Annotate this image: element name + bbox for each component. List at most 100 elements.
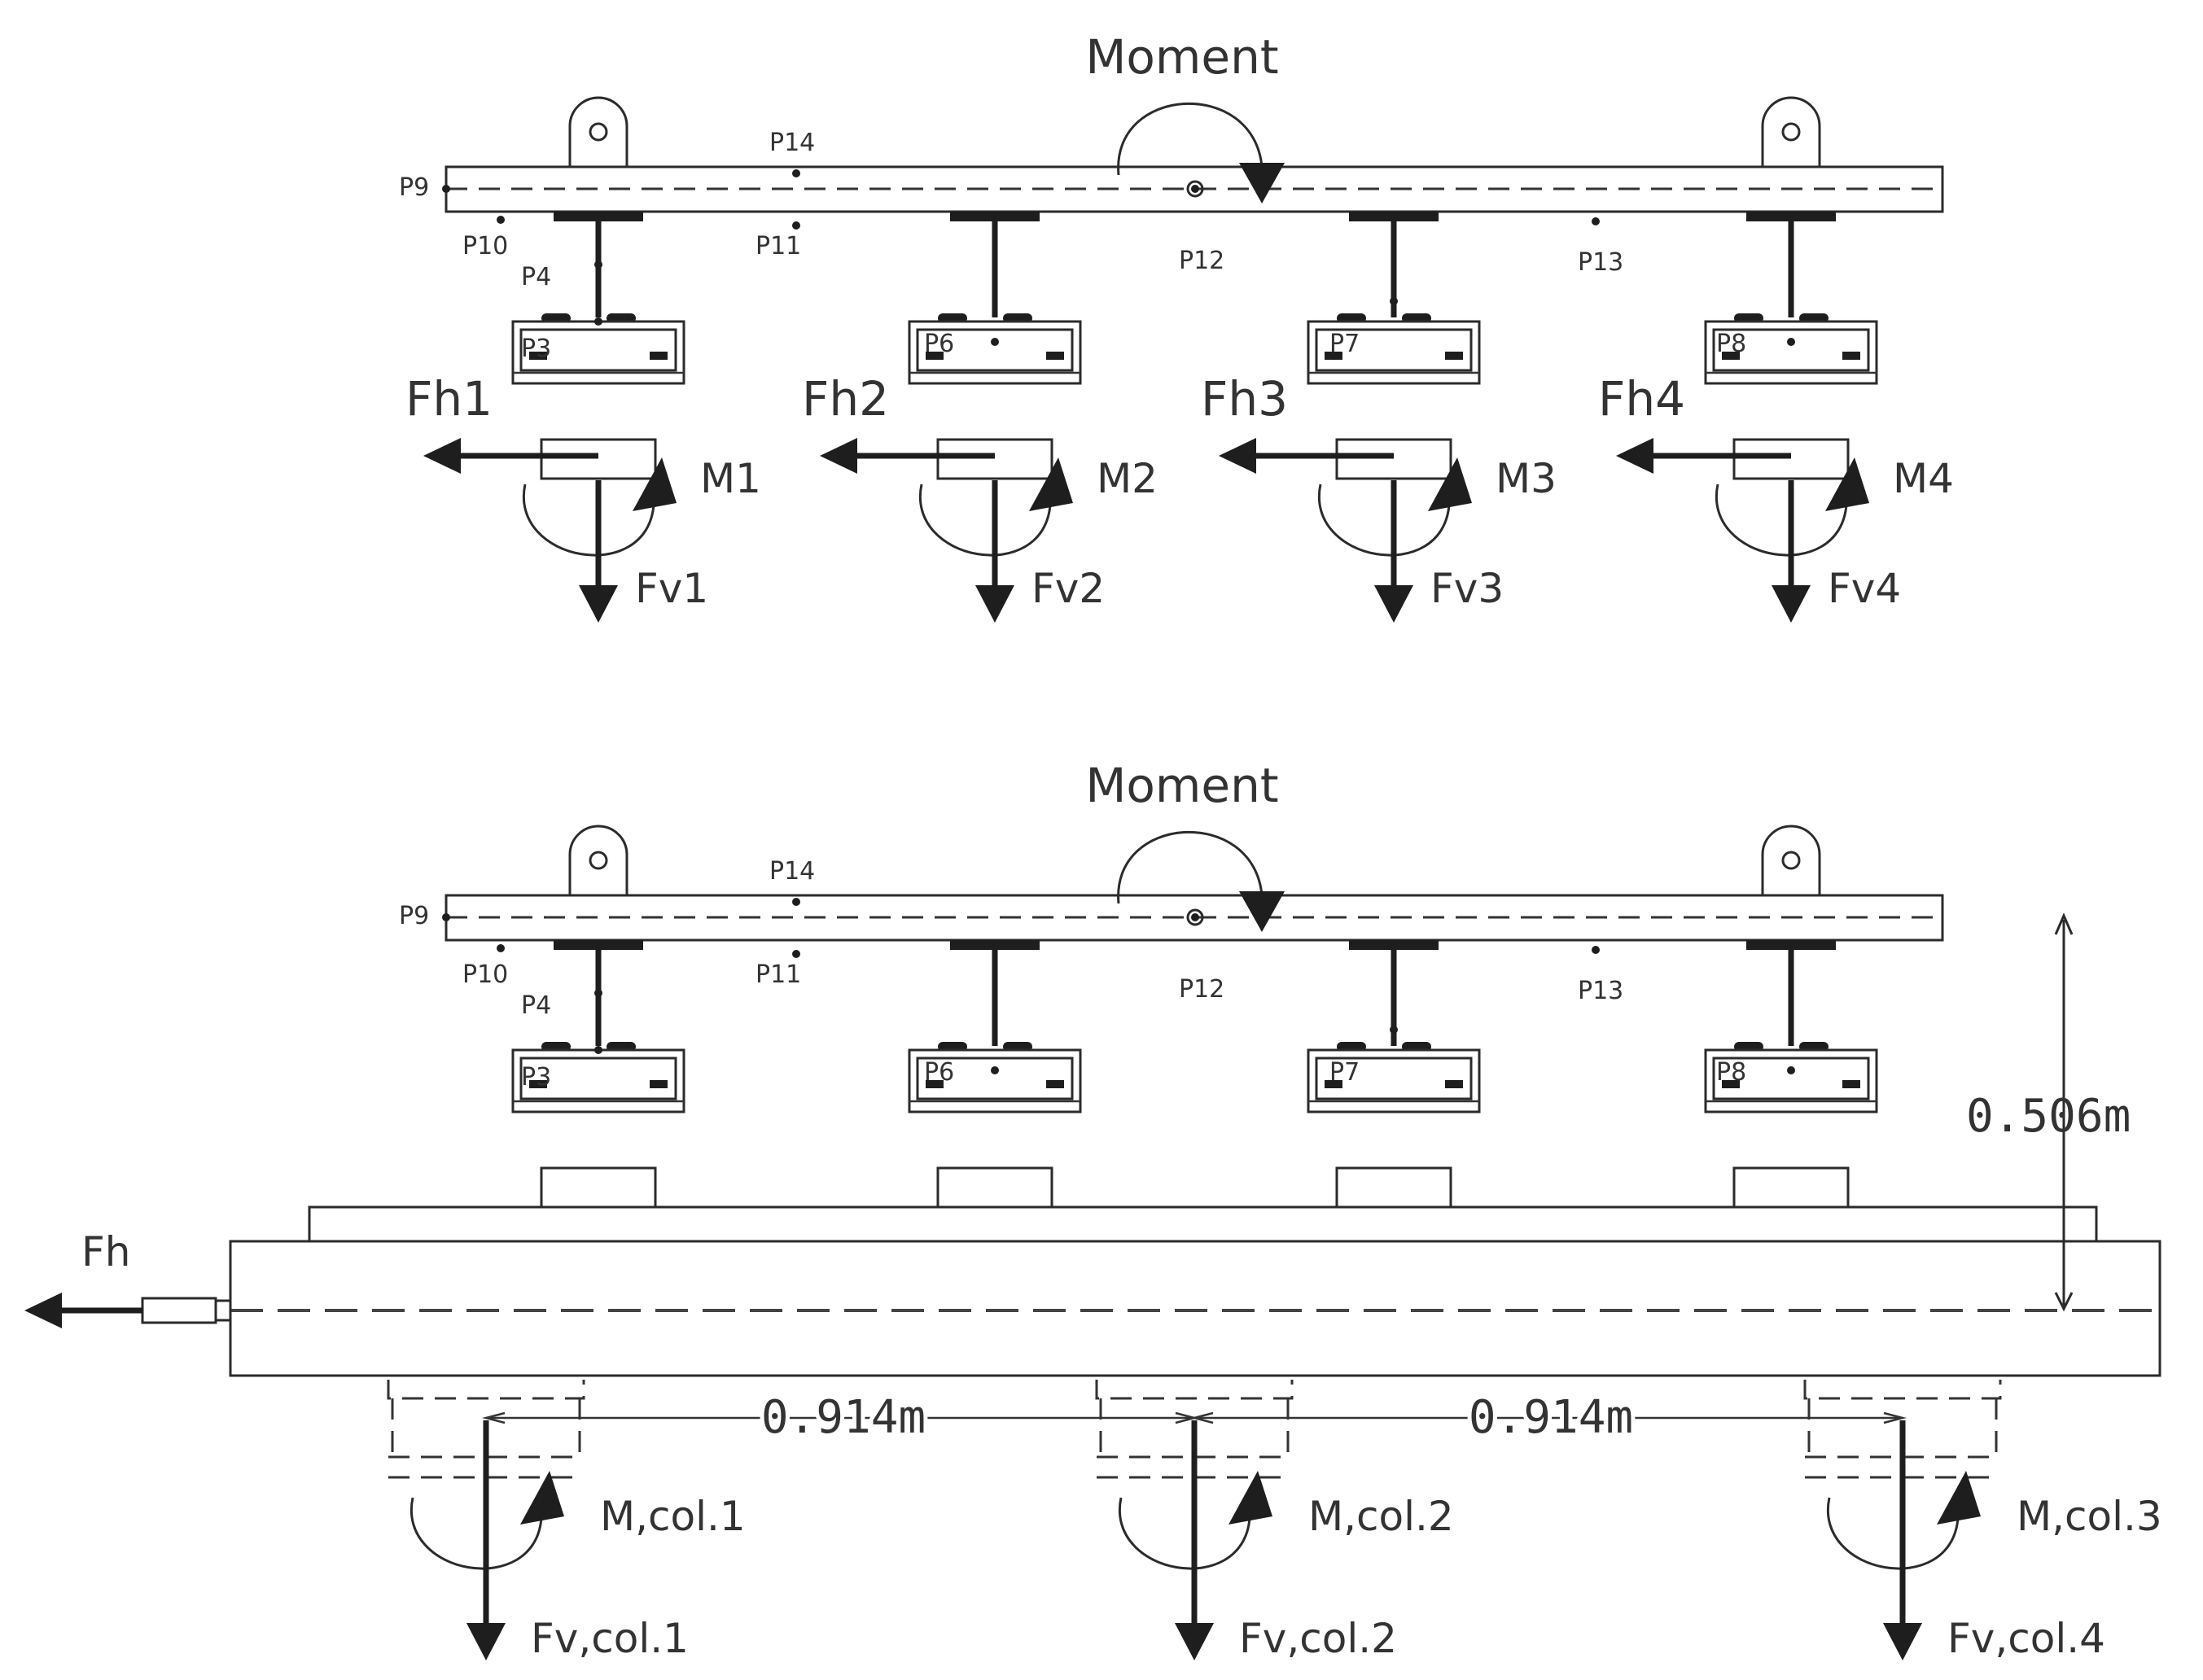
top-fv-arrow-1-head bbox=[579, 585, 618, 623]
bot-node-p13 bbox=[1592, 946, 1600, 954]
bot-fh-arrow-head bbox=[24, 1293, 62, 1328]
bot-label-p9: P9 bbox=[399, 902, 429, 930]
top-moment-center bbox=[1186, 180, 1204, 198]
bot-label-p8: P8 bbox=[1716, 1058, 1746, 1087]
bot-label-p11: P11 bbox=[756, 960, 801, 989]
top-pad-r-2 bbox=[1046, 352, 1064, 360]
top-moment-4-head bbox=[1825, 457, 1869, 511]
top-label-p3: P3 bbox=[521, 335, 551, 363]
top-fh-label-4: Fh4 bbox=[1598, 371, 1685, 427]
top-bearing-inner-2 bbox=[916, 328, 1074, 372]
top-node-p3 bbox=[594, 317, 602, 326]
top-label-p10: P10 bbox=[462, 232, 508, 260]
bot-node-p6 bbox=[991, 1066, 999, 1074]
top-moment-4-arc bbox=[1715, 483, 1848, 557]
top-m-label-1: M1 bbox=[700, 455, 761, 502]
bot-pad-l-3 bbox=[1325, 1080, 1342, 1088]
bot-plate-4 bbox=[1746, 940, 1836, 950]
bot-lug-right bbox=[1761, 825, 1821, 895]
bot-col-m-label-2: M,col.2 bbox=[1308, 1493, 1454, 1540]
bot-col-moment-3-head bbox=[1937, 1471, 1981, 1525]
bot-stub-2 bbox=[936, 1166, 1053, 1209]
bot-fh-pin bbox=[214, 1299, 232, 1322]
top-fh-arrow-1-head bbox=[423, 438, 461, 474]
top-lug-hole-right bbox=[1781, 122, 1801, 142]
bot-col-m-label-3: M,col.3 bbox=[2017, 1493, 2162, 1540]
top-fv-label-3: Fv3 bbox=[1430, 565, 1504, 612]
top-fv-arrow-2-head bbox=[975, 585, 1014, 623]
top-node-p14 bbox=[792, 169, 800, 177]
top-bearing-inner-3 bbox=[1315, 328, 1473, 372]
top-pad-l-2 bbox=[926, 352, 944, 360]
top-m-label-2: M2 bbox=[1097, 455, 1158, 502]
bot-plate-2 bbox=[950, 940, 1040, 950]
bot-spacing-tick-2a bbox=[1190, 1411, 1214, 1424]
bot-moment-center bbox=[1186, 908, 1204, 926]
bot-col-moment-2-head bbox=[1229, 1471, 1272, 1525]
bot-col-moment-1-head bbox=[520, 1471, 564, 1525]
bot-spacing-label-1: 0.914m bbox=[761, 1391, 926, 1444]
top-moment-1-arc bbox=[522, 483, 655, 557]
top-pad-l-3 bbox=[1325, 352, 1342, 360]
top-plate-1 bbox=[554, 212, 643, 221]
bot-node-p3 bbox=[594, 1046, 602, 1054]
top-label-p12: P12 bbox=[1179, 247, 1224, 275]
bot-spacing-tick-2b bbox=[1883, 1411, 1907, 1424]
top-node-p13 bbox=[1592, 217, 1600, 225]
top-stub-4 bbox=[1732, 438, 1850, 480]
top-fv-arrow-4-head bbox=[1772, 585, 1811, 623]
top-pad-l-4 bbox=[1722, 352, 1740, 360]
bot-pad-r-1 bbox=[650, 1080, 668, 1088]
top-node-p9 bbox=[442, 185, 450, 193]
top-pad-r-1 bbox=[650, 352, 668, 360]
bot-stub-3 bbox=[1335, 1166, 1452, 1209]
top-label-p9: P9 bbox=[399, 173, 429, 202]
bot-label-p3: P3 bbox=[521, 1063, 551, 1092]
top-moment-2-arc bbox=[918, 483, 1052, 557]
bot-node-p10 bbox=[497, 944, 505, 952]
bot-lug-hole-left bbox=[589, 851, 608, 870]
bot-pad-l-1 bbox=[529, 1080, 547, 1088]
bot-col-cap-2 bbox=[1095, 1380, 1294, 1400]
top-pad-l-1 bbox=[529, 352, 547, 360]
bot-label-p4: P4 bbox=[521, 991, 551, 1020]
top-bearing-inner-4 bbox=[1712, 328, 1870, 372]
bot-bearing-inner-1 bbox=[519, 1057, 677, 1100]
bot-lug-hole-right bbox=[1781, 851, 1801, 870]
top-moment-arc bbox=[1117, 103, 1264, 176]
top-node-p6 bbox=[991, 338, 999, 346]
bot-label-p14: P14 bbox=[769, 857, 815, 886]
bot-height-dim-bottom bbox=[2054, 1292, 2074, 1312]
bot-pad-r-2 bbox=[1046, 1080, 1064, 1088]
top-pad-r-3 bbox=[1445, 352, 1463, 360]
top-fh-label-3: Fh3 bbox=[1201, 371, 1288, 427]
top-m-label-4: M4 bbox=[1893, 455, 1954, 502]
top-pad-r-4 bbox=[1842, 352, 1860, 360]
bot-fh-label: Fh bbox=[81, 1228, 130, 1275]
top-fh-arrow-4-head bbox=[1616, 438, 1653, 474]
bot-height-dim-top bbox=[2054, 912, 2074, 935]
top-label-p4: P4 bbox=[521, 263, 551, 291]
bot-col-fv-label-2: Fv,col.2 bbox=[1239, 1615, 1397, 1662]
top-stub-3 bbox=[1335, 438, 1452, 480]
top-beam-assembly bbox=[442, 96, 1944, 385]
bot-col-fv-arrow-1-head bbox=[466, 1623, 506, 1660]
top-moment-head bbox=[1239, 163, 1285, 203]
top-fv-label-2: Fv2 bbox=[1031, 565, 1105, 612]
bot-col-cap-1 bbox=[387, 1380, 585, 1400]
top-fv-label-4: Fv4 bbox=[1828, 565, 1901, 612]
bot-spacing-tick-1a bbox=[482, 1411, 506, 1424]
top-label-p6: P6 bbox=[924, 330, 954, 358]
bot-node-p9 bbox=[442, 913, 450, 921]
bot-node-p11 bbox=[792, 950, 800, 958]
top-label-p14: P14 bbox=[769, 129, 815, 157]
bot-bearing-inner-4 bbox=[1712, 1057, 1870, 1100]
bot-node-p8 bbox=[1787, 1066, 1795, 1074]
top-label-p7: P7 bbox=[1329, 330, 1360, 358]
bot-node-p12 bbox=[1191, 913, 1199, 921]
bot-col-moment-2-arc bbox=[1118, 1497, 1251, 1570]
bot-plate-3 bbox=[1349, 940, 1439, 950]
top-node-p7 bbox=[1390, 297, 1398, 305]
bot-col-fv-label-1: Fv,col.1 bbox=[531, 1615, 689, 1662]
